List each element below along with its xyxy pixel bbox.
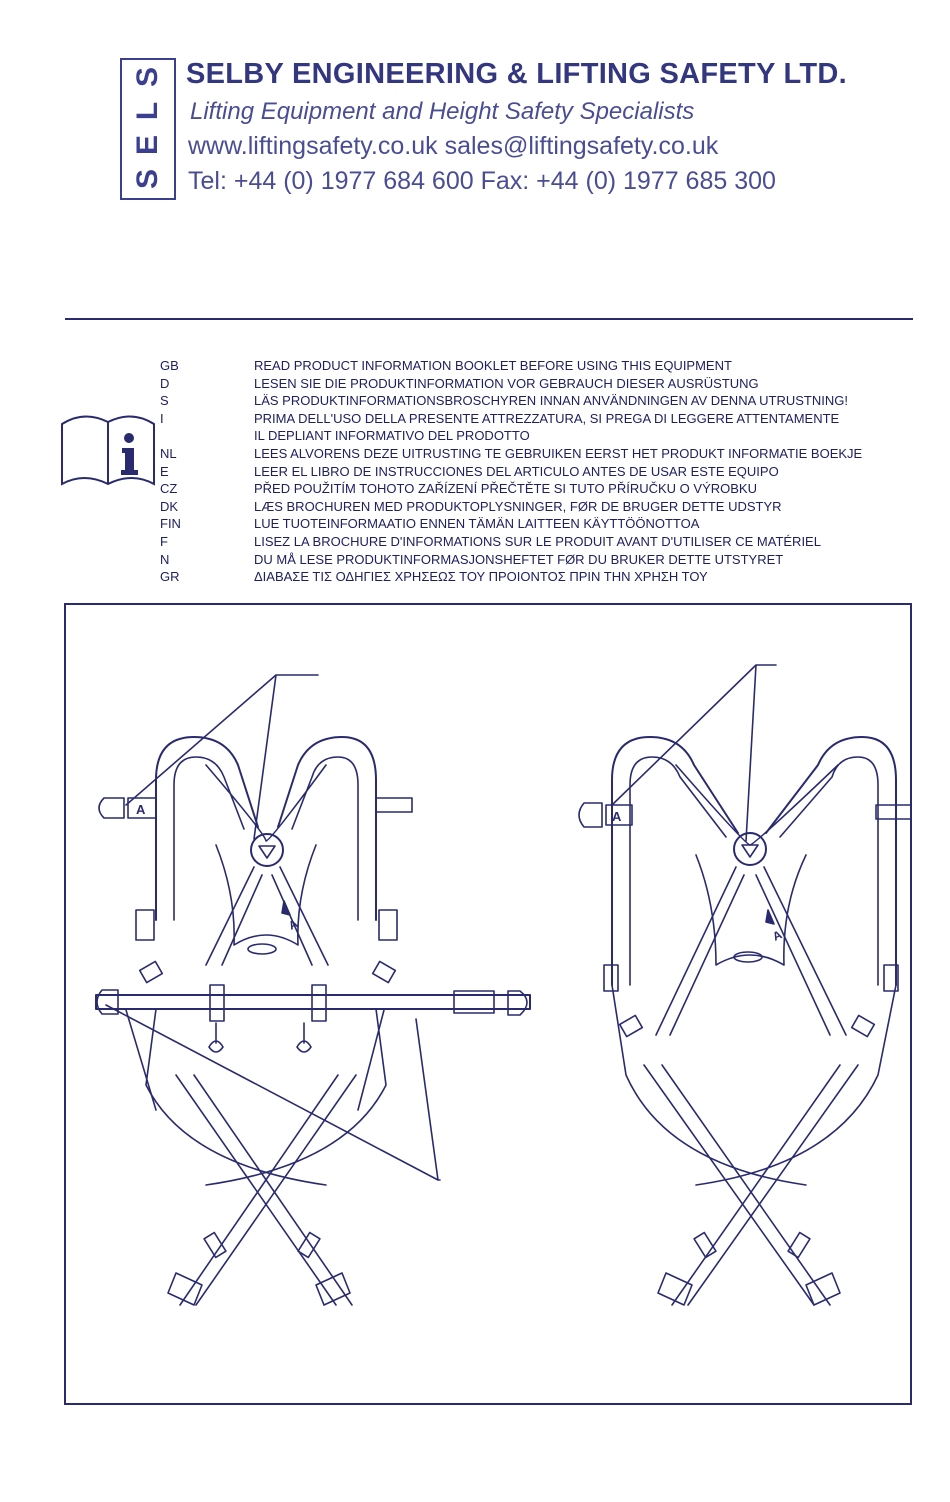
language-notice-table: GB READ PRODUCT INFORMATION BOOKLET BEFOR… <box>160 357 862 586</box>
lang-text: LÆS BROCHUREN MED PRODUKTOPLYSNINGER, FØ… <box>254 498 782 514</box>
lang-code: E <box>160 463 169 479</box>
lang-text: LUE TUOTEINFORMAATIO ENNEN TÄMÄN LAITTEE… <box>254 516 700 532</box>
lang-row: GB READ PRODUCT INFORMATION BOOKLET BEFOR… <box>160 357 862 375</box>
lang-code: F <box>160 533 168 549</box>
lang-row: I PRIMA DELL'USO DELLA PRESENTE ATTREZZAT… <box>160 410 862 428</box>
information-booklet-icon <box>61 415 155 486</box>
company-name: SELBY ENGINEERING & LIFTING SAFETY LTD. <box>186 58 848 90</box>
lang-code: I <box>160 410 164 426</box>
lang-code: NL <box>160 445 177 461</box>
lang-code: FIN <box>160 516 181 532</box>
lang-row: D LESEN SIE DIE PRODUKTINFORMATION VOR GE… <box>160 375 862 393</box>
label-a-right: A <box>612 809 622 824</box>
lang-text: LÄS PRODUKTINFORMATIONSBROSCHYREN INNAN … <box>254 393 848 409</box>
lang-code: D <box>160 375 170 391</box>
lang-text: LESEN SIE DIE PRODUKTINFORMATION VOR GEB… <box>254 375 759 391</box>
lang-text: LEER EL LIBRO DE INSTRUCCIONES DEL ARTIC… <box>254 463 779 479</box>
label-a-left: A <box>136 802 146 817</box>
lang-text: ΔΙΑΒΑΣΕ ΤΙΣ ΟΔΗΓΙΕΣ ΧΡΗΣΕΩΣ ΤΟΥ ΠΡΟΙΟΝΤΟ… <box>254 569 708 585</box>
contact-phone-fax: Tel: +44 (0) 1977 684 600 Fax: +44 (0) 1… <box>188 167 776 195</box>
harness-with-belt-drawing: A A <box>95 674 531 1306</box>
harness-diagram-frame: A A <box>64 603 912 1405</box>
arrow-label-a: A <box>770 927 784 943</box>
lang-text: PŘED POUŽITÍM TOHOTO ZAŘÍZENÍ PŘEČTĚTE S… <box>254 481 757 497</box>
lang-text: LISEZ LA BROCHURE D'INFORMATIONS SUR LE … <box>254 533 821 549</box>
lang-code: GB <box>160 358 179 373</box>
lang-row: S LÄS PRODUKTINFORMATIONSBROSCHYREN INNAN… <box>160 392 862 410</box>
lang-row: F LISEZ LA BROCHURE D'INFORMATIONS SUR LE… <box>160 533 862 551</box>
lang-row: IL DEPLIANT INFORMATIVO DEL PRODOTTO <box>160 427 862 445</box>
logo-letter-s2: S <box>131 67 164 88</box>
lang-code: S <box>160 393 169 409</box>
contact-web-email: www.liftingsafety.co.uk sales@liftingsaf… <box>188 132 719 160</box>
harness-without-belt-drawing: A A <box>578 664 910 1306</box>
lang-text: DU MÅ LESE PRODUKTINFORMASJONSHEFTET FØR… <box>254 551 784 567</box>
lang-code: N <box>160 551 170 567</box>
lang-row: GR ΔΙΑΒΑΣΕ ΤΙΣ ΟΔΗΓΙΕΣ ΧΡΗΣΕΩΣ ΤΟΥ ΠΡΟΙΟΝ… <box>160 568 862 586</box>
lang-code: GR <box>160 569 180 585</box>
lang-text: LEES ALVORENS DEZE UITRUSTING TE GEBRUIK… <box>254 445 863 461</box>
lang-code: DK <box>160 498 179 514</box>
header-divider <box>65 318 913 320</box>
lang-text: PRIMA DELL'USO DELLA PRESENTE ATTREZZATU… <box>254 410 840 426</box>
lang-row: NL LEES ALVORENS DEZE UITRUSTING TE GEBRU… <box>160 445 862 463</box>
harness-diagram: A A <box>95 664 910 1306</box>
lang-row: DK LÆS BROCHUREN MED PRODUKTOPLYSNINGER, … <box>160 498 862 516</box>
lang-text: IL DEPLIANT INFORMATIVO DEL PRODOTTO <box>254 428 530 444</box>
lang-text: READ PRODUCT INFORMATION BOOKLET BEFORE … <box>254 358 732 373</box>
lang-code: CZ <box>160 481 178 497</box>
lang-row: E LEER EL LIBRO DE INSTRUCCIONES DEL ARTI… <box>160 463 862 481</box>
lang-row: FIN LUE TUOTEINFORMAATIO ENNEN TÄMÄN LAIT… <box>160 515 862 533</box>
lang-row: N DU MÅ LESE PRODUKTINFORMASJONSHEFTET FØ… <box>160 551 862 569</box>
company-logo: S E L S <box>120 58 176 200</box>
company-tagline: Lifting Equipment and Height Safety Spec… <box>190 98 695 125</box>
lang-row: CZ PŘED POUŽITÍM TOHOTO ZAŘÍZENÍ PŘEČTĚTE… <box>160 480 862 498</box>
lang-code <box>160 427 254 445</box>
